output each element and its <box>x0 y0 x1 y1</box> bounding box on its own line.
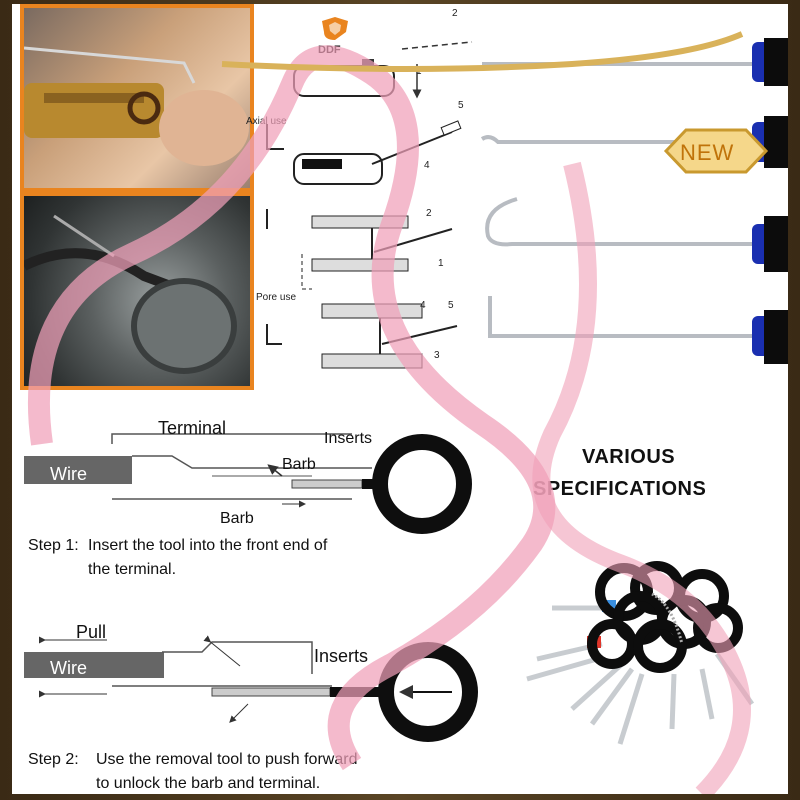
terminal-photo-icon <box>24 46 249 166</box>
barb-bottom-label: Barb <box>220 510 254 527</box>
curved-hook-tool-icon <box>485 197 788 272</box>
shield-logo-icon <box>322 17 348 40</box>
photo-hand-terminal <box>20 4 254 192</box>
step-number-5b: 5 <box>448 300 454 311</box>
step-number-2: 2 <box>452 8 458 19</box>
step-number-2b: 2 <box>426 208 432 219</box>
step-number-4b: 4 <box>420 300 426 311</box>
step-number-4: 4 <box>424 160 430 171</box>
product-image: DDF Axial use Pore use 2 1 5 <box>12 4 788 794</box>
right-angle-tool-icon <box>488 296 788 364</box>
wire-label-1: Wire <box>50 464 87 484</box>
pull-label: Pull <box>76 622 107 642</box>
barb-top-label: Barb <box>282 456 316 473</box>
step2-prefix: Step 2: <box>28 751 79 768</box>
step-number-1b: 1 <box>438 258 444 269</box>
ribbon-decoration <box>28 31 751 794</box>
step1-prefix: Step 1: <box>28 537 79 554</box>
pore-use-label: Pore use <box>256 292 297 303</box>
step1-line1: Insert the tool into the front end of <box>88 537 328 554</box>
connector-photo-icon <box>24 214 237 374</box>
new-badge-text: NEW <box>680 140 735 165</box>
inserts-label-2: Inserts <box>314 646 369 666</box>
pick-tool-icon <box>482 38 788 86</box>
wire-label-2: Wire <box>50 658 87 678</box>
step-number-5: 5 <box>458 100 464 111</box>
photo-connector-closeup <box>20 192 254 390</box>
terminal-diagram-1 <box>24 433 472 534</box>
headline-line1: VARIOUS <box>582 446 676 468</box>
step2-line2: to unlock the barb and terminal. <box>96 775 321 792</box>
inserts-label-1: Inserts <box>324 430 373 447</box>
new-badge-icon <box>663 128 769 174</box>
step2-line1: Use the removal tool to push forward <box>96 751 358 768</box>
step1-line2: the terminal. <box>88 561 177 578</box>
step-number-3: 3 <box>434 350 440 361</box>
headline-line2: SPECIFICATIONS <box>533 478 707 500</box>
terminal-label: Terminal <box>158 418 227 438</box>
